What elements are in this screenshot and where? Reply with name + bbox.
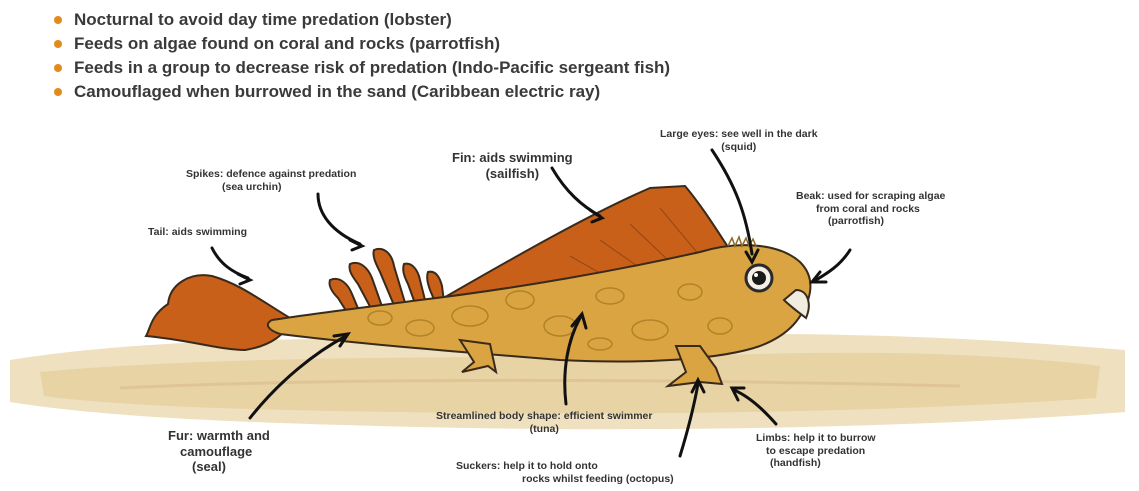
label-tail: Tail: aids swimming <box>148 226 247 239</box>
label-line: (sea urchin) <box>186 181 356 194</box>
label-line: Suckers: help it to hold onto <box>456 460 674 473</box>
label-beak: Beak: used for scraping algae from coral… <box>796 190 945 228</box>
label-line: Spikes: defence against predation <box>186 168 356 181</box>
label-body-shape: Streamlined body shape: efficient swimme… <box>436 410 652 435</box>
label-line: camouflage <box>168 444 270 460</box>
label-line: (parrotfish) <box>796 215 945 228</box>
label-line: to escape predation <box>756 445 876 458</box>
fact-bullet: Camouflaged when burrowed in the sand (C… <box>54 80 670 104</box>
label-line: Large eyes: see well in the dark <box>660 128 818 141</box>
label-line: (handfish) <box>756 457 876 470</box>
label-limbs: Limbs: help it to burrow to escape preda… <box>756 432 876 470</box>
label-line: (tuna) <box>436 423 652 436</box>
label-fur: Fur: warmth and camouflage (seal) <box>168 428 270 475</box>
fact-bullet: Feeds on algae found on coral and rocks … <box>54 32 670 56</box>
label-line: Fur: warmth and <box>168 428 270 444</box>
eye <box>746 265 772 291</box>
label-line: Streamlined body shape: efficient swimme… <box>436 410 652 423</box>
fact-text: Feeds in a group to decrease risk of pre… <box>74 58 670 78</box>
label-line: Fin: aids swimming <box>452 150 573 166</box>
fact-bullet-list: Nocturnal to avoid day time predation (l… <box>54 8 670 104</box>
fact-bullet: Nocturnal to avoid day time predation (l… <box>54 8 670 32</box>
fact-bullet: Feeds in a group to decrease risk of pre… <box>54 56 670 80</box>
label-line: Limbs: help it to burrow <box>756 432 876 445</box>
label-line: from coral and rocks <box>796 203 945 216</box>
label-line: (seal) <box>168 459 270 475</box>
label-line: (squid) <box>660 141 818 154</box>
bullet-dot-icon <box>54 16 62 24</box>
tail-fin <box>146 275 290 350</box>
label-line: (sailfish) <box>452 166 573 182</box>
label-suckers: Suckers: help it to hold onto rocks whil… <box>456 460 674 485</box>
label-line: Beak: used for scraping algae <box>796 190 945 203</box>
label-large-eyes: Large eyes: see well in the dark (squid) <box>660 128 818 153</box>
fact-text: Nocturnal to avoid day time predation (l… <box>74 10 452 30</box>
label-line: Tail: aids swimming <box>148 226 247 239</box>
label-spikes: Spikes: defence against predation (sea u… <box>186 168 356 193</box>
label-fin: Fin: aids swimming (sailfish) <box>452 150 573 181</box>
bullet-dot-icon <box>54 40 62 48</box>
bullet-dot-icon <box>54 64 62 72</box>
bullet-dot-icon <box>54 88 62 96</box>
label-line: rocks whilst feeding (octopus) <box>456 473 674 486</box>
fact-text: Camouflaged when burrowed in the sand (C… <box>74 82 600 102</box>
fact-text: Feeds on algae found on coral and rocks … <box>74 34 500 54</box>
